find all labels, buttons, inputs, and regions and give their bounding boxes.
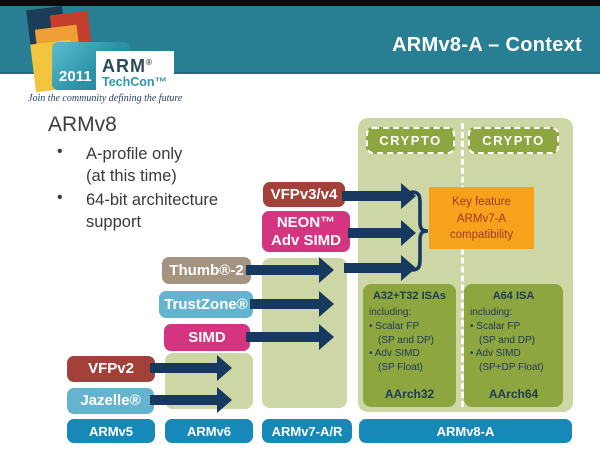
registered-mark: ® [146,58,153,67]
feature-box-neon: NEON™ Adv SIMD [262,211,350,252]
bullet-dot: • [57,189,63,206]
key-feature-line: compatibility [449,229,514,242]
isa64-line: • Scalar FP [470,320,521,332]
top-black-strip [0,0,600,6]
crypto-box-aarch64: CRYPTO [468,127,559,154]
bullet-line: A-profile only [86,145,183,163]
isa32-line: (SP and DP) [378,334,434,346]
column-label-armv6: ARMv6 [165,419,253,443]
arrow-neon-to-armv8 [348,220,416,246]
armv8-dashed-divider [461,123,464,407]
slide-title: ARMv8-A – Context [392,34,582,56]
isa-box-a32: A32+T32 ISAs including: • Scalar FP (SP … [363,284,456,407]
column-label-armv7: ARMv7-A/R [262,419,352,443]
column-label-armv8: ARMv8-A [359,419,572,443]
feature-box-simd: SIMD [164,324,250,351]
logo-year: 2011 [59,68,92,85]
isa32-line: • Scalar FP [369,320,420,332]
key-feature-line: ARMv7-A [456,212,507,225]
key-feature-line: Key feature [452,196,511,208]
arrow-simd-to-armv7 [246,324,334,350]
arm-text: ARM [102,56,146,76]
page-title: ARMv8 [48,113,117,136]
isa64-line: including: [470,307,513,318]
crypto-box-aarch32: CRYPTO [366,127,455,154]
feature-box-vfpv3v4: VFPv3/v4 [263,182,345,207]
feature-box-thumb2: Thumb®-2 [162,257,251,284]
bullet-line: (at this time) [86,167,177,185]
isa32-title: A32+T32 ISAs [372,290,447,302]
isa64-line: • Adv SIMD [470,348,521,360]
bullet-64bit: 64-bit architecture support [86,189,218,233]
curly-brace [410,190,429,272]
arm-techcon-logo: ARM® TechCon™ [96,51,174,90]
aarch32-label: AArch32 [384,387,435,401]
logo-tagline: Join the community defining the future [28,93,183,104]
bullet-line: 64-bit architecture [86,191,219,209]
column-label-armv5: ARMv5 [67,419,155,443]
arm-wordmark: ARM® [102,53,174,76]
isa-box-a64: A64 ISA including: • Scalar FP (SP and D… [464,284,563,407]
arrow-vfpv34-to-armv8 [342,183,416,209]
isa32-line: • Adv SIMD [369,348,420,360]
neon-line1: NEON™ [276,213,336,231]
isa64-line: (SP+DP Float) [479,362,544,374]
arrow-vfpv2-to-armv6 [150,355,232,381]
arrow-thumb2-to-armv7 [246,257,334,283]
bullet-line: support [86,213,142,231]
bullet-a-profile: A-profile only (at this time) [86,143,182,187]
arrow-jazelle-to-armv6 [150,387,232,413]
isa32-line: (SP Float) [378,362,423,374]
neon-line2: Adv SIMD [270,231,341,249]
aarch64-label: AArch64 [488,387,539,401]
feature-box-jazelle: Jazelle® [67,388,154,414]
isa64-line: (SP and DP) [479,334,535,346]
arrow-thumb2-to-armv8 [344,255,416,281]
arrow-trustzone-to-armv7 [250,291,334,317]
techcon-wordmark: TechCon™ [102,75,168,89]
feature-box-trustzone: TrustZone® [159,291,253,318]
feature-box-vfpv2: VFPv2 [67,356,155,382]
isa64-title: A64 ISA [492,290,535,302]
isa32-line: including: [369,307,412,318]
key-feature-callout: Key feature ARMv7-A compatibility [429,187,534,249]
bullet-dot: • [57,143,63,160]
